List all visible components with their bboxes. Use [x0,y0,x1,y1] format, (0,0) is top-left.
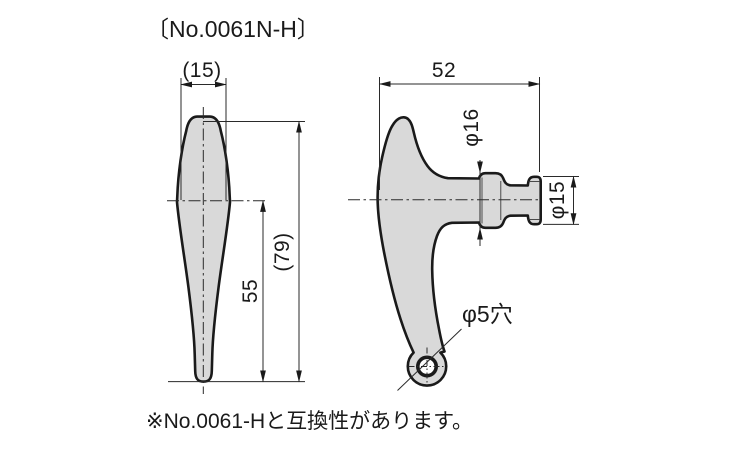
hole-label: φ5穴 [462,301,513,327]
hole-leader-line [397,328,462,391]
compatibility-note: ※No.0061-Hと互換性があります。 [146,410,473,433]
dim-phi16-text: φ16 [460,108,483,146]
dim-phi15-text: φ15 [546,181,569,219]
side-handle-outline [376,116,542,387]
dim-52-text: 52 [432,59,456,82]
side-view: 52 φ16 φ15 φ5穴 [348,59,579,391]
dim-15-text: (15) [182,59,221,82]
front-view: (15) 55 (79) [167,59,305,394]
dim-55-text: 55 [239,279,262,303]
front-handle-outline [175,115,232,383]
drawing-title: 〔No.0061N-H〕 [146,16,320,42]
dim-79-text: (79) [271,232,294,271]
